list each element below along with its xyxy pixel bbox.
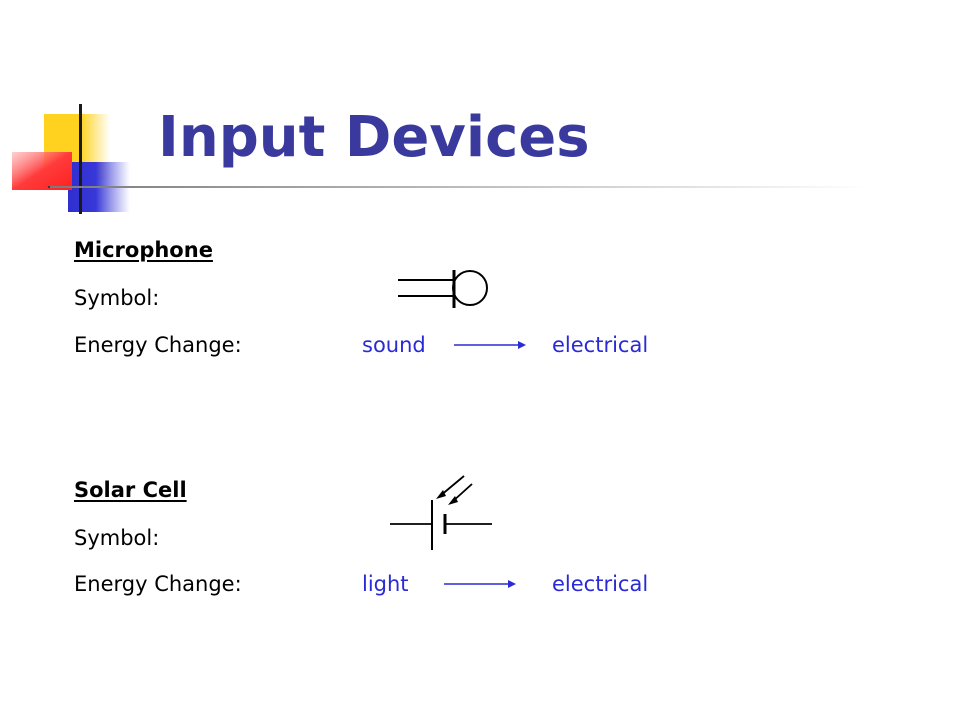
- microphone-energy-arrow-icon: [454, 341, 526, 349]
- microphone-energy-to: electrical: [552, 333, 649, 357]
- solar-cell-energy-to: electrical: [552, 572, 649, 596]
- decorative-squares-icon: [12, 104, 130, 214]
- microphone-symbol-icon: [398, 270, 488, 308]
- title-divider: [50, 186, 870, 188]
- solar-cell-symbol-icon: [390, 475, 492, 550]
- microphone-energy-label: Energy Change:: [74, 333, 242, 357]
- microphone-symbol-label: Symbol:: [74, 286, 160, 310]
- microphone-heading: Microphone: [74, 238, 213, 262]
- page-title: Input Devices: [158, 105, 590, 170]
- microphone-energy-from: sound: [362, 333, 426, 357]
- solar-cell-symbol-label: Symbol:: [74, 526, 160, 550]
- solar-cell-energy-from: light: [362, 572, 409, 596]
- solar-cell-heading: Solar Cell: [74, 478, 187, 502]
- solar-cell-energy-arrow-icon: [444, 580, 516, 588]
- solar-cell-energy-label: Energy Change:: [74, 572, 242, 596]
